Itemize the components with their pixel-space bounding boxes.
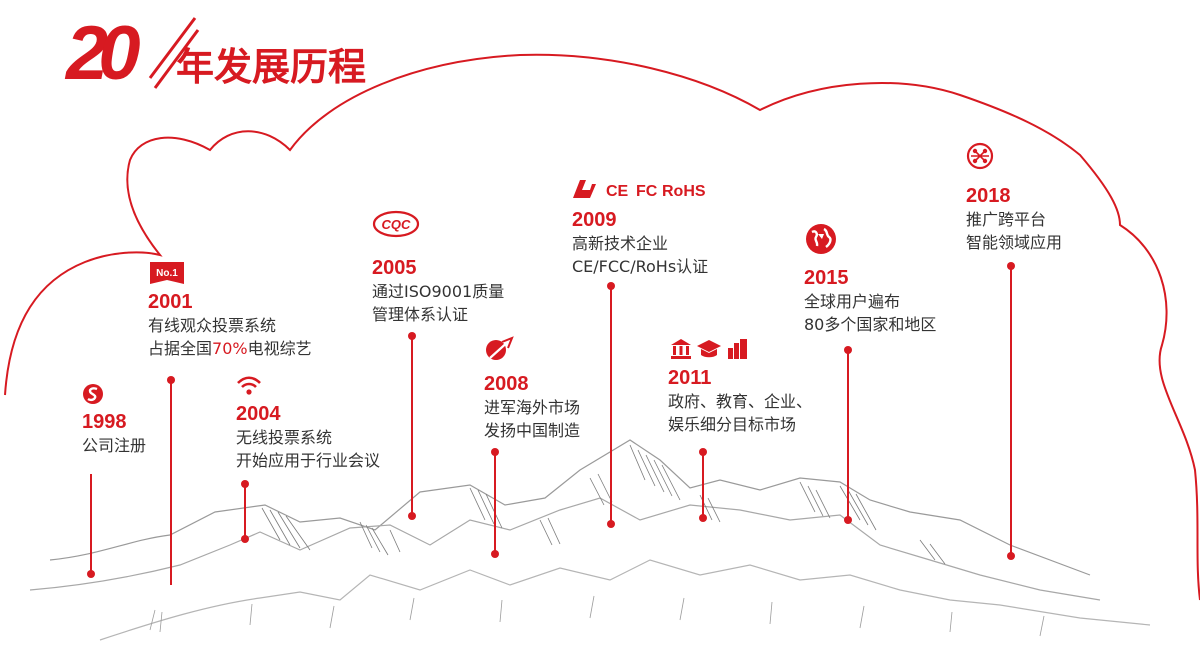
no1-badge-label: No.1 [156,268,178,279]
mountain-range-front [99,559,1151,641]
event-desc-line: 开始应用于行业会议 [236,451,381,470]
event-year: 2008 [484,373,529,395]
event-desc-line: 进军海外市场 [484,398,581,417]
network-icon [966,142,994,174]
event-desc-line: 娱乐细分目标市场 [668,415,797,434]
event-desc-line: 80多个国家和地区 [804,315,937,334]
timeline-dot-2015-base [844,516,852,524]
event-desc-line: 发扬中国制造 [484,421,581,440]
timeline-stem-2004 [244,484,246,539]
event-year: 2005 [372,257,417,279]
cloud-outline [4,53,1200,601]
cert-rohs-label: RoHS [662,183,706,200]
event-desc-line: 管理体系认证 [372,305,469,324]
timeline-stem-1998 [90,474,92,574]
timeline-dot-2011 [699,448,707,456]
cert-ce-label: CE [606,183,629,200]
enterprise-icon [728,339,747,359]
government-icon [671,339,691,359]
timeline-dot-2005 [408,332,416,340]
cert-fc-label: FC [636,183,658,200]
grass-strokes [149,595,1045,637]
timeline-stem-2009 [610,286,612,524]
event-desc-post: 电视综艺 [247,339,312,358]
timeline-dot-2009 [607,282,615,290]
event-desc-line: 有线观众投票系统 [148,316,277,335]
s-logo-icon [82,383,104,409]
event-2005: 2005 通过ISO9001质量 管理体系认证 [372,256,504,326]
event-2018: 2018 推广跨平台 智能领域应用 [966,184,1062,254]
market-icons [670,338,750,364]
timeline-dot-1998 [87,570,95,578]
education-icon [697,340,721,358]
event-desc-highlight: 70% [212,339,248,358]
title-number: 20 [66,11,140,96]
event-desc-line: 智能领域应用 [966,233,1063,252]
event-2001: 2001 有线观众投票系统 占据全国70%电视综艺 [148,290,312,360]
timeline-stem-2008 [494,452,496,554]
event-2015: 2015 全球用户遍布 80多个国家和地区 [804,266,936,336]
timeline-stem-2018 [1010,266,1012,556]
event-desc-line: 全球用户遍布 [804,292,901,311]
event-2009: 2009 高新技术企业 CE/FCC/RoHs认证 [572,208,708,278]
event-desc-line: 通过ISO9001质量 [372,282,505,301]
event-2004: 2004 无线投票系统 开始应用于行业会议 [236,402,380,472]
timeline-dot-2011-base [699,514,707,522]
ccc-cert-icon: CQC [372,210,420,242]
event-1998: 1998 公司注册 [82,410,146,457]
event-desc-line: 政府、教育、企业、 [668,392,813,411]
event-year: 2011 [668,367,712,389]
mountain-range-mid [29,497,1101,601]
timeline-dot-2008 [491,448,499,456]
event-desc-line: 高新技术企业 [572,234,669,253]
event-desc-line: 占据全国70%电视综艺 [148,337,312,360]
timeline-dot-2008-base [491,550,499,558]
title-text: 年发展历程 [176,45,367,89]
timeline-dot-2005-base [408,512,416,520]
timeline-stem-2001 [170,380,172,585]
globe-icon [804,222,838,260]
timeline-stem-2011 [702,452,704,518]
timeline-stem-2015 [847,350,849,520]
event-desc-pre: 占据全国 [148,339,213,358]
timeline-stem-2005 [411,336,413,516]
event-year: 2001 [148,291,193,313]
event-year: 2015 [804,267,849,289]
event-year: 2018 [966,185,1011,207]
event-2011: 2011 政府、教育、企业、 娱乐细分目标市场 [668,366,812,436]
event-desc-line: 推广跨平台 [966,210,1047,229]
wifi-icon [236,376,262,400]
timeline-dot-2004 [241,480,249,488]
event-2008: 2008 进军海外市场 发扬中国制造 [484,372,580,442]
cert-label: CQC [382,217,412,232]
event-desc-line: 公司注册 [82,436,147,455]
timeline-dot-2001 [167,376,175,384]
timeline-dot-2018-base [1007,552,1015,560]
timeline-dot-2018 [1007,262,1015,270]
event-year: 1998 [82,411,127,433]
airplane-globe-icon [484,336,514,366]
cert-logos-icon: CE FC RoHS [570,176,720,206]
event-desc-line: 无线投票系统 [236,428,333,447]
timeline-dot-2009-base [607,520,615,528]
no1-badge-icon: No.1 [150,262,184,288]
event-year: 2004 [236,403,281,425]
timeline-dot-2004-base [241,535,249,543]
timeline-dot-2015 [844,346,852,354]
mountain-range-back [49,439,1091,576]
event-year: 2009 [572,209,617,231]
event-desc-line: CE/FCC/RoHs认证 [572,257,709,276]
title-slash-decoration [148,17,200,89]
